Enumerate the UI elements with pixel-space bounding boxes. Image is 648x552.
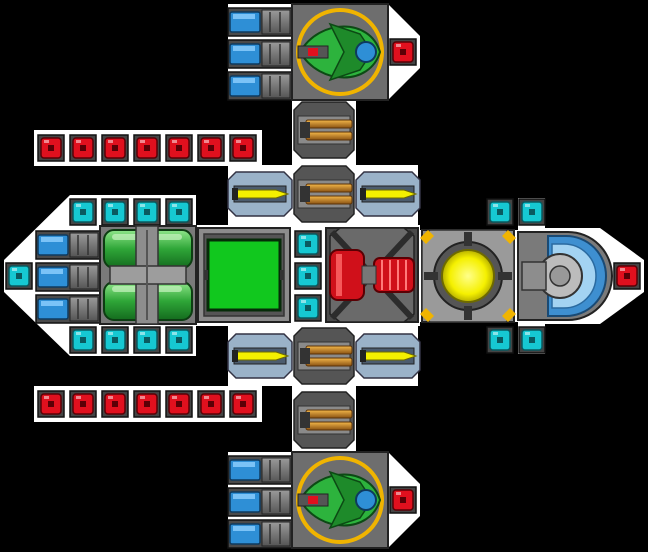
- system-slot-left-top-4[interactable]: [165, 198, 193, 226]
- crew-slot-upper-7[interactable]: [229, 134, 257, 162]
- crew-slot-top-pod[interactable]: [389, 38, 417, 66]
- system-slot-cockpit-bottom-1[interactable]: [486, 326, 514, 354]
- system-slot-cockpit-top-1[interactable]: [486, 198, 514, 226]
- system-slot-tail[interactable]: [5, 262, 33, 290]
- gun-top-neck[interactable]: [293, 101, 355, 159]
- bottom-pod-turret[interactable]: [291, 451, 389, 549]
- system-slot-left-bottom-2[interactable]: [101, 326, 129, 354]
- shield-room[interactable]: [197, 227, 291, 323]
- system-slot-center-3[interactable]: [294, 294, 322, 322]
- system-slot-center-1[interactable]: [294, 230, 322, 258]
- system-slot-left-bottom-1[interactable]: [69, 326, 97, 354]
- crew-slot-lower-2[interactable]: [69, 390, 97, 418]
- system-slot-cockpit-bottom-2[interactable]: [518, 326, 546, 354]
- bottom-pod-engine-1[interactable]: [227, 455, 293, 485]
- bottom-pod: [227, 451, 389, 549]
- crew-slot-lower-3[interactable]: [101, 390, 129, 418]
- cockpit-room[interactable]: [517, 231, 613, 321]
- missile-upper-right[interactable]: [355, 171, 421, 217]
- bottom-pod-engine-2[interactable]: [227, 487, 293, 517]
- turrets: [227, 101, 421, 449]
- crew-slots: [5, 38, 641, 514]
- system-slot-left-top-1[interactable]: [69, 198, 97, 226]
- left-engine-3[interactable]: [35, 294, 101, 324]
- missile-lower-right[interactable]: [355, 333, 421, 379]
- crew-slot-upper-2[interactable]: [69, 134, 97, 162]
- missile-upper-left[interactable]: [227, 171, 293, 217]
- system-slot-left-top-2[interactable]: [101, 198, 129, 226]
- gun-upper-center[interactable]: [293, 165, 355, 223]
- crew-slot-upper-6[interactable]: [197, 134, 225, 162]
- crew-slot-nose[interactable]: [613, 262, 641, 290]
- crew-slot-upper-5[interactable]: [165, 134, 193, 162]
- top-pod-engine-3[interactable]: [227, 71, 293, 101]
- crew-slot-lower-1[interactable]: [37, 390, 65, 418]
- system-slot-left-top-3[interactable]: [133, 198, 161, 226]
- top-pod-engine-2[interactable]: [227, 39, 293, 69]
- top-pod-engine-1[interactable]: [227, 7, 293, 37]
- left-engine-bank: [35, 230, 101, 324]
- crew-slot-upper-4[interactable]: [133, 134, 161, 162]
- reactor-room[interactable]: [420, 229, 516, 323]
- missile-lower-left[interactable]: [227, 333, 293, 379]
- bottom-pod-engine-3[interactable]: [227, 519, 293, 549]
- weapon-core-right: [373, 257, 415, 293]
- reactor-core-sphere: [441, 249, 495, 303]
- weapons-bay[interactable]: [325, 227, 419, 323]
- crew-slot-bottom-pod[interactable]: [389, 486, 417, 514]
- gun-bottom-neck[interactable]: [293, 391, 355, 449]
- left-engine-1[interactable]: [35, 230, 101, 260]
- top-pod-turret[interactable]: [291, 3, 389, 101]
- weapon-core-left: [329, 249, 365, 301]
- gun-lower-center[interactable]: [293, 327, 355, 385]
- system-slot-left-bottom-3[interactable]: [133, 326, 161, 354]
- crew-slot-lower-6[interactable]: [197, 390, 225, 418]
- crew-slot-upper-1[interactable]: [37, 134, 65, 162]
- crew-slot-upper-3[interactable]: [101, 134, 129, 162]
- crew-slot-lower-4[interactable]: [133, 390, 161, 418]
- top-pod: [227, 3, 389, 101]
- crew-slot-lower-5[interactable]: [165, 390, 193, 418]
- system-slot-left-bottom-4[interactable]: [165, 326, 193, 354]
- system-slot-cockpit-top-2[interactable]: [518, 198, 546, 226]
- pods: [227, 3, 389, 549]
- system-slot-center-2[interactable]: [294, 262, 322, 290]
- oxygen-room[interactable]: [99, 225, 197, 325]
- crew-slot-lower-7[interactable]: [229, 390, 257, 418]
- left-engine-2[interactable]: [35, 262, 101, 292]
